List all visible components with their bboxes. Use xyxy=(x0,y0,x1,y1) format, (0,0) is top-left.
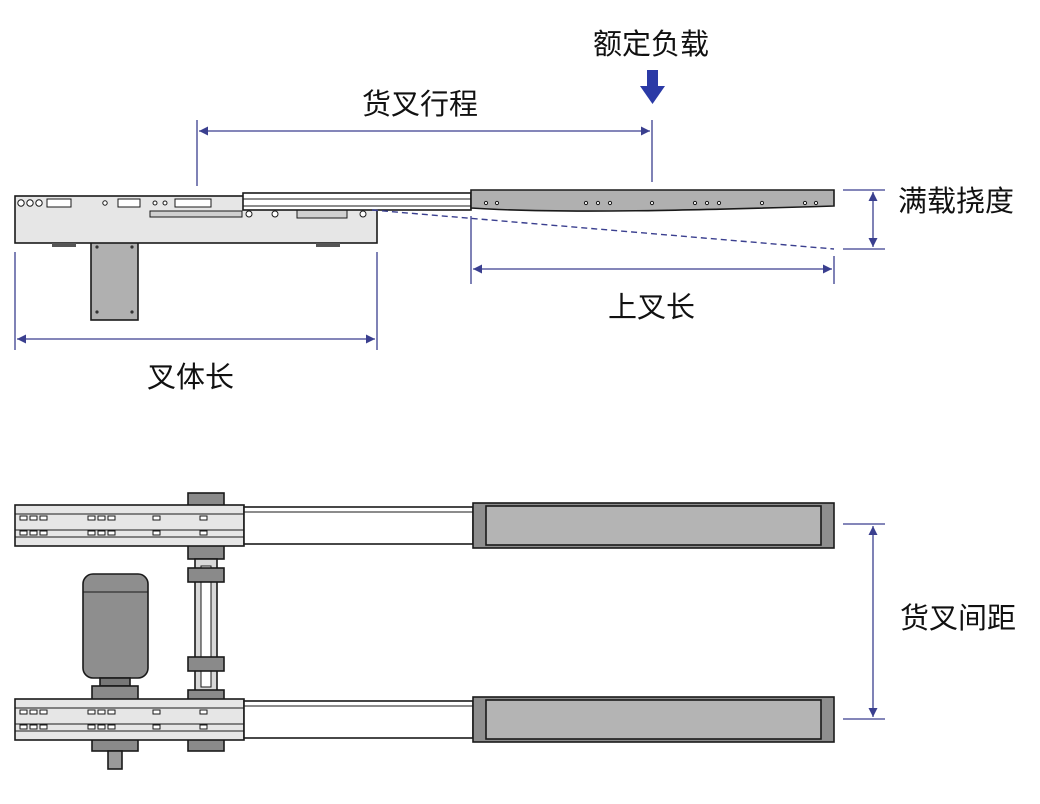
upper-fork-length-label: 上叉长 xyxy=(608,290,696,324)
fork-spacing-label: 货叉间距 xyxy=(900,601,1017,635)
fork-stroke-label: 货叉行程 xyxy=(362,87,479,121)
fork-stroke-dimension xyxy=(196,120,653,186)
fork-rail-top xyxy=(14,502,835,549)
middle-fork xyxy=(242,192,472,211)
upper-fork-length-dimension xyxy=(470,216,835,284)
fork-body-length-dimension xyxy=(14,252,378,350)
load-arrow-icon xyxy=(640,70,665,104)
side-view xyxy=(14,70,885,350)
upper-fork xyxy=(470,189,835,212)
deflection-dimension xyxy=(843,189,885,250)
fork-rail-bottom xyxy=(14,696,835,743)
fork-body-holes xyxy=(17,198,367,219)
fork-body-length-label: 叉体长 xyxy=(147,360,235,394)
deflection-line xyxy=(371,209,835,250)
fork-spacing-dimension xyxy=(843,523,885,720)
full-load-deflection-label: 满载挠度 xyxy=(898,184,1015,218)
rated-load-label: 额定负载 xyxy=(593,27,710,61)
top-view xyxy=(14,492,885,770)
motor-bracket xyxy=(90,237,139,321)
motor-icon xyxy=(82,573,149,770)
